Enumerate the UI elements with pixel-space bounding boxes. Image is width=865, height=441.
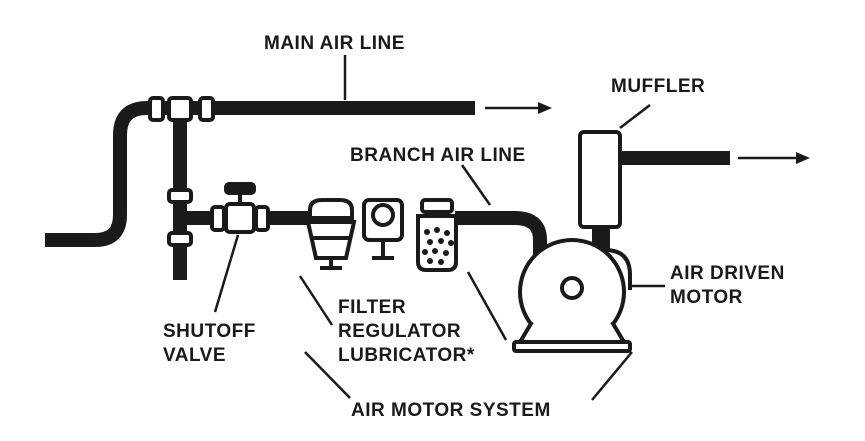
tee-fitting xyxy=(167,96,193,122)
shutoff-valve xyxy=(224,182,256,234)
coupling-branch-1 xyxy=(210,205,226,232)
coupling-vertical-2 xyxy=(167,231,193,247)
leader-branch-air-line xyxy=(460,164,492,206)
label-filter: FILTER xyxy=(338,297,407,318)
regulator-unit xyxy=(362,198,404,260)
leader-muffler xyxy=(619,104,651,129)
label-branch-air-line: BRANCH AIR LINE xyxy=(350,145,526,166)
air-driven-motor xyxy=(512,238,632,353)
flow-arrow-exhaust xyxy=(738,152,810,164)
label-muffler: MUFFLER xyxy=(611,76,706,97)
lubricator-oil-drops xyxy=(422,227,454,265)
label-shutoff: SHUTOFF xyxy=(163,321,256,342)
flow-arrow-main xyxy=(485,102,552,114)
coupling-branch-2 xyxy=(254,205,270,232)
coupling-vertical-1 xyxy=(167,188,193,204)
filter-unit xyxy=(305,198,357,270)
label-main-air-line: MAIN AIR LINE xyxy=(264,33,405,54)
leader-filter xyxy=(298,275,334,326)
label-air-driven: AIR DRIVEN xyxy=(670,263,785,284)
muffler-unit xyxy=(578,130,622,249)
supply-pipe xyxy=(45,101,475,247)
leader-shutoff-valve xyxy=(213,234,240,313)
label-lubricator: LUBRICATOR* xyxy=(338,345,475,366)
leader-lubricator xyxy=(466,271,508,341)
leader-system-left xyxy=(304,351,351,399)
coupling-main-1 xyxy=(148,96,165,122)
label-air-motor-system: AIR MOTOR SYSTEM xyxy=(351,400,551,421)
branch-air-line-pipe xyxy=(455,211,547,255)
label-valve: VALVE xyxy=(163,345,227,366)
label-motor: MOTOR xyxy=(670,287,743,308)
coupling-main-2 xyxy=(198,96,215,122)
lubricator-unit xyxy=(416,198,458,272)
leader-system-right xyxy=(591,351,633,401)
label-regulator: REGULATOR xyxy=(338,321,462,342)
